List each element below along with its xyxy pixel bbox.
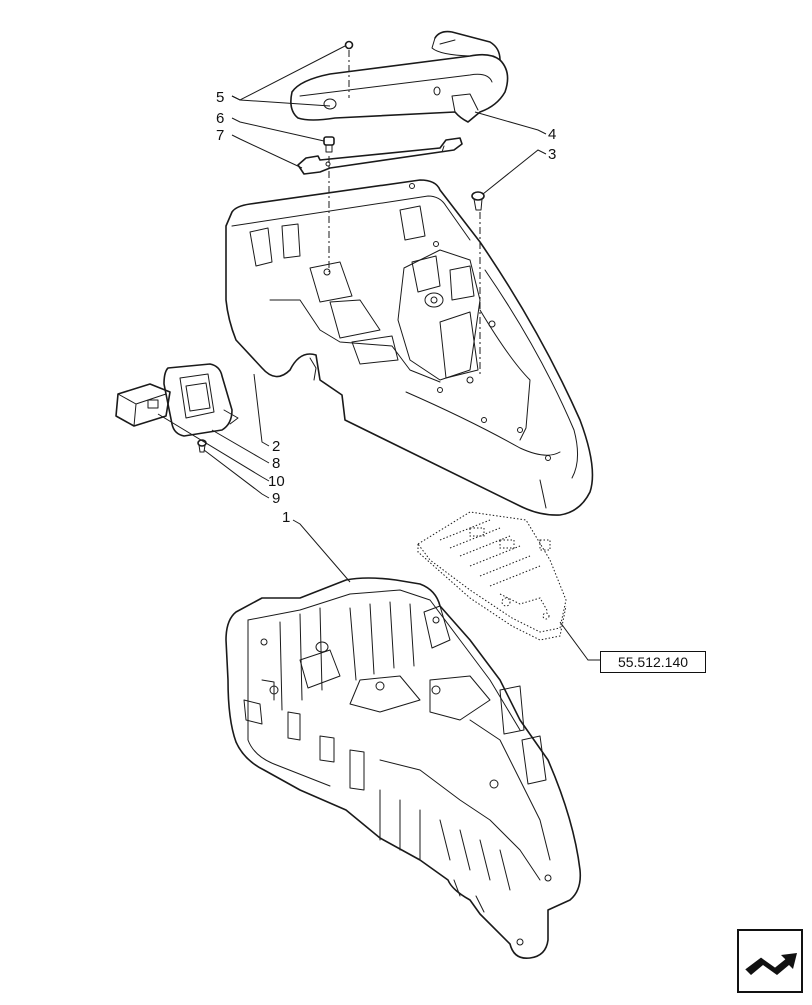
part-5-plug xyxy=(344,40,354,50)
part-3-screw xyxy=(471,191,485,211)
callout-2: 2 xyxy=(272,438,281,455)
assembly-axes xyxy=(328,50,481,374)
part-7-bracket xyxy=(297,137,463,175)
reference-link-55-512-140[interactable]: 55.512.140 xyxy=(600,651,706,673)
part-8-small-cover xyxy=(163,363,239,437)
callout-7: 7 xyxy=(216,127,225,144)
part-10-plug xyxy=(115,383,171,427)
next-page-arrow-icon[interactable] xyxy=(737,929,803,993)
callout-3: 3 xyxy=(548,146,557,163)
callout-1: 1 xyxy=(282,509,291,526)
part-2-upper-housing xyxy=(225,179,594,516)
part-6-screw xyxy=(323,136,335,153)
callout-4: 4 xyxy=(548,126,557,143)
leader-lines xyxy=(157,45,600,661)
callout-6: 6 xyxy=(216,110,225,127)
callout-8: 8 xyxy=(272,455,281,472)
part-4-cover xyxy=(290,30,509,123)
part-1-lower-housing xyxy=(225,577,582,960)
callout-10: 10 xyxy=(268,473,285,490)
callout-5: 5 xyxy=(216,89,225,106)
callout-9: 9 xyxy=(272,490,281,507)
electronic-module xyxy=(417,511,567,641)
